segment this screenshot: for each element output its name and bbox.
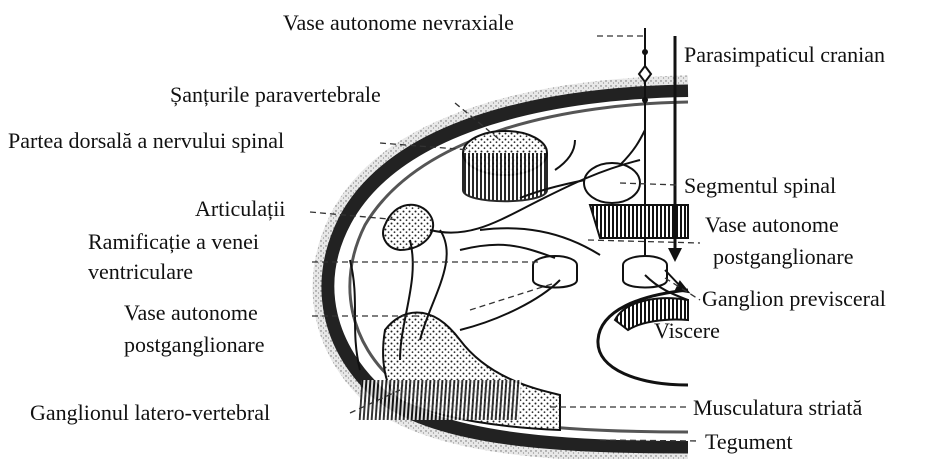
paravertebral-block	[590, 205, 688, 238]
axis-node-2	[642, 97, 648, 103]
label-ramificatie-1: Ramificație a venei	[88, 229, 259, 254]
label-articulatii: Articulații	[195, 196, 285, 221]
parasympathetic-arrowhead	[668, 248, 682, 262]
label-musculatura: Musculatura striată	[693, 395, 862, 420]
muscle-stripes	[359, 380, 522, 420]
viscera-arrows	[665, 270, 688, 292]
articulation-ganglion	[383, 205, 433, 250]
label-vase-postgang-left-1: Vase autonome	[124, 300, 258, 325]
label-ganglionul-latero: Ganglionul latero-vertebral	[30, 400, 270, 425]
label-viscere: Viscere	[654, 318, 720, 343]
label-ramificatie-2: ventriculare	[88, 259, 193, 284]
label-vase-postgang-right-1: Vase autonome	[705, 212, 839, 237]
spinal-segment-body	[463, 153, 547, 201]
leader-vase-postgang-left-2	[470, 283, 555, 310]
label-vase-postgang-right-2: postganglionare	[713, 244, 854, 269]
leader-ganglion-previsceral	[665, 278, 700, 300]
label-segmentul: Segmentul spinal	[684, 173, 836, 198]
label-partea-dorsala: Partea dorsală a nervului spinal	[8, 128, 284, 153]
label-ganglion-previsceral: Ganglion previsceral	[702, 286, 886, 311]
axis-node-1	[642, 49, 648, 55]
label-vase-postgang-left-2: postganglionare	[124, 332, 265, 357]
label-parasimpaticul: Parasimpaticul cranian	[684, 42, 885, 67]
label-santurile: Șanțurile paravertebrale	[170, 82, 381, 107]
label-tegument: Tegument	[705, 429, 793, 454]
label-vase-nevraxiale: Vase autonome nevraxiale	[283, 10, 514, 35]
